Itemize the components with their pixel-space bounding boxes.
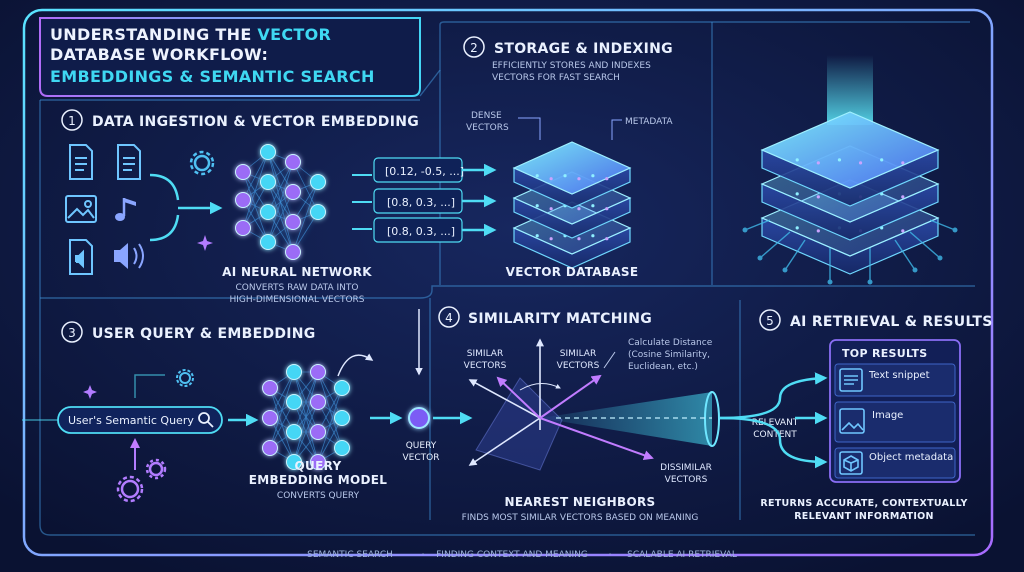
svg-text:·: · <box>422 550 425 560</box>
svg-text:·: · <box>609 550 612 560</box>
similar-vectors-label-2: VECTORS <box>464 361 507 371</box>
returns-desc-1: RETURNS ACCURATE, CONTEXTUALLY <box>760 498 967 509</box>
svg-text:UNDERSTANDING THE VECTOR: UNDERSTANDING THE VECTOR <box>50 25 331 44</box>
nearest-neighbors-desc: FINDS MOST SIMILAR VECTORS BASED ON MEAN… <box>462 513 699 523</box>
network-node <box>311 365 326 380</box>
section-2-desc-1: EFFICIENTLY STORES AND INDEXES <box>492 61 651 71</box>
calc-distance-2: (Cosine Similarity, <box>628 350 710 360</box>
section-3-heading: USER QUERY & EMBEDDING <box>92 326 316 342</box>
step-4-number: 4 <box>445 311 453 325</box>
result-item[interactable]: Image <box>835 402 955 442</box>
network-node <box>286 245 301 260</box>
section-2-heading: STORAGE & INDEXING <box>494 41 673 57</box>
section-4-heading: SIMILARITY MATCHING <box>468 311 652 327</box>
network-node <box>311 425 326 440</box>
network-node <box>286 185 301 200</box>
network-desc-1: CONVERTS RAW DATA INTO <box>236 283 359 293</box>
similar-vectors-label-3: SIMILAR <box>560 349 596 359</box>
footer-item: SCALABLE AI RETRIEVAL <box>627 550 737 560</box>
footer-item: SEMANTIC SEARCH <box>307 550 393 560</box>
title-line2: DATABASE WORKFLOW: <box>50 45 268 64</box>
title-line1-white: UNDERSTANDING THE <box>50 25 257 44</box>
dissimilar-label-1: DISSIMILAR <box>660 463 712 473</box>
dissimilar-label-2: VECTORS <box>665 475 708 485</box>
network-node <box>261 205 276 220</box>
title-block: UNDERSTANDING THE VECTOR DATABASE WORKFL… <box>40 18 420 96</box>
query-model-desc: CONVERTS QUERY <box>277 491 360 501</box>
network-node <box>236 165 251 180</box>
network-node <box>311 395 326 410</box>
section-1-heading: DATA INGESTION & VECTOR EMBEDDING <box>92 114 419 130</box>
network-node <box>263 411 278 426</box>
vector-value: [0.8, 0.3, ...] <box>387 196 455 209</box>
section-2-desc-2: VECTORS FOR FAST SEARCH <box>492 73 620 83</box>
result-label: Image <box>872 410 903 421</box>
network-node <box>263 441 278 456</box>
network-node <box>287 395 302 410</box>
network-desc-2: HIGH-DIMENSIONAL VECTORS <box>229 295 364 305</box>
step-5-number: 5 <box>766 314 774 328</box>
step-3-number: 3 <box>68 326 76 340</box>
network-node <box>286 155 301 170</box>
network-node <box>236 193 251 208</box>
query-vector-node <box>409 408 429 428</box>
result-label: Object metadata <box>869 452 953 463</box>
returns-desc-2: RELEVANT INFORMATION <box>794 511 934 522</box>
vector-value: [0.8, 0.3, ...] <box>387 225 455 238</box>
footer: SEMANTIC SEARCH · FINDING CONTEXT AND ME… <box>307 550 737 560</box>
title-line3: EMBEDDINGS & SEMANTIC SEARCH <box>50 67 375 86</box>
vector-database-icon <box>514 142 630 268</box>
query-model-label-2: EMBEDDING MODEL <box>249 473 387 487</box>
top-results-panel: TOP RESULTS Text snippet Image <box>830 340 960 482</box>
result-item[interactable]: Text snippet <box>835 364 955 396</box>
section-5-heading: AI RETRIEVAL & RESULTS <box>790 314 993 330</box>
calc-distance-1: Calculate Distance <box>628 338 713 348</box>
network-node <box>311 175 326 190</box>
semantic-query-text: User's Semantic Query <box>68 414 194 427</box>
network-node <box>335 411 350 426</box>
query-model-label-1: QUERY <box>295 459 342 473</box>
network-node <box>335 441 350 456</box>
network-node <box>236 221 251 236</box>
semantic-query-input[interactable]: User's Semantic Query <box>58 407 222 433</box>
vector-value: [0.12, -0.5, ...] <box>385 165 464 178</box>
network-node <box>335 381 350 396</box>
relevant-content-2: CONTENT <box>753 430 797 440</box>
network-node <box>261 175 276 190</box>
dense-vectors-label-1: DENSE <box>471 111 502 121</box>
calc-distance-3: Euclidean, etc.) <box>628 362 698 372</box>
network-node <box>286 215 301 230</box>
query-vector-label-1: QUERY <box>406 441 437 451</box>
footer-item: FINDING CONTEXT AND MEANING <box>436 550 588 560</box>
result-label: Text snippet <box>868 370 930 381</box>
network-label: AI NEURAL NETWORK <box>222 265 372 279</box>
metadata-label: METADATA <box>625 117 673 127</box>
query-vector-label-2: VECTOR <box>403 453 440 463</box>
similar-vectors-label-4: VECTORS <box>557 361 600 371</box>
similar-vectors-label-1: SIMILAR <box>467 349 503 359</box>
network-node <box>287 365 302 380</box>
dense-vectors-label-2: VECTORS <box>466 123 509 133</box>
nearest-neighbors-label: NEAREST NEIGHBORS <box>505 495 656 509</box>
network-node <box>261 145 276 160</box>
vector-database-label: VECTOR DATABASE <box>506 265 639 279</box>
relevant-content-1: RELEVANT <box>752 418 799 428</box>
network-node <box>263 381 278 396</box>
network-node <box>287 425 302 440</box>
top-results-title: TOP RESULTS <box>842 347 928 360</box>
step-2-number: 2 <box>470 41 478 55</box>
title-line1-cyan: VECTOR <box>257 25 331 44</box>
result-item[interactable]: Object metadata <box>835 448 955 478</box>
network-node <box>311 205 326 220</box>
step-1-number: 1 <box>68 114 76 128</box>
network-node <box>261 235 276 250</box>
